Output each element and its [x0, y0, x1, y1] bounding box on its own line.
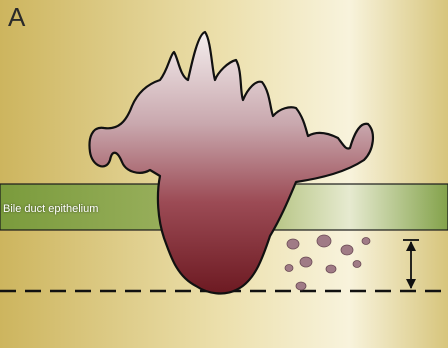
debris-particle [341, 245, 353, 255]
epithelium-label: Bile duct epithelium [3, 204, 98, 215]
debris-particle [300, 257, 312, 267]
debris-particle [296, 282, 306, 290]
debris-particle [353, 261, 361, 268]
panel-letter: A [8, 4, 25, 30]
debris-particle [317, 235, 331, 247]
debris-particle [362, 238, 370, 245]
debris-particle [326, 265, 336, 273]
debris-particle [285, 265, 293, 272]
debris-particle [287, 239, 299, 249]
